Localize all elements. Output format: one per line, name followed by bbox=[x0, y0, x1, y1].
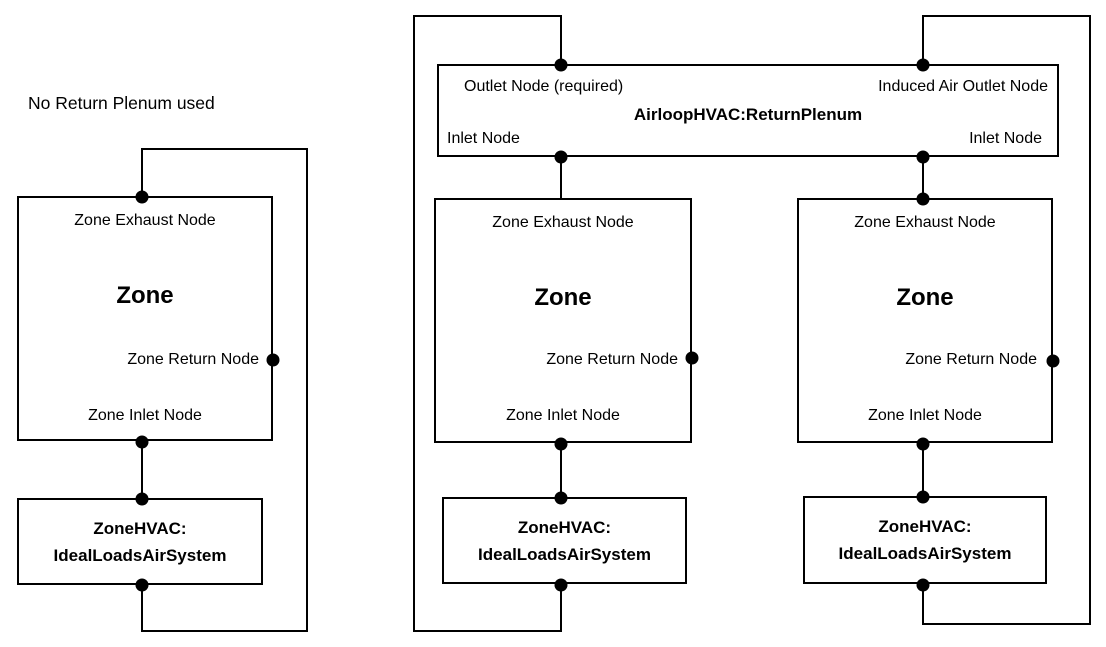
hvac-bottom-node-dot bbox=[916, 578, 930, 592]
plenum-induced-outlet-node-label: Induced Air Outlet Node bbox=[878, 78, 1048, 95]
hvac-top-node-dot bbox=[135, 492, 149, 506]
hvac-bottom-node-dot bbox=[554, 578, 568, 592]
zone1-to-hvac1-line bbox=[560, 443, 562, 497]
plenum-loop-line-top-left bbox=[413, 15, 561, 17]
plenum-induced-outlet-node-dot bbox=[916, 58, 930, 72]
zone-exhaust-node-label: Zone Exhaust Node bbox=[492, 214, 634, 231]
zone-box-middle: Zone Exhaust Node Zone Zone Return Node … bbox=[434, 198, 692, 443]
hvac-label-line2: IdealLoadsAirSystem bbox=[53, 545, 227, 565]
plenum-loop-line-bottom-left bbox=[413, 630, 562, 632]
left-loop-line-bottom bbox=[141, 630, 308, 632]
zone-inlet-node-label: Zone Inlet Node bbox=[88, 407, 202, 424]
hvac-label-line1: ZoneHVAC: bbox=[878, 517, 972, 536]
hvac-label-line1: ZoneHVAC: bbox=[93, 518, 187, 538]
zone-inlet-node-dot bbox=[916, 437, 930, 451]
hvac-top-node-dot bbox=[554, 491, 568, 505]
hvac-label-line2: IdealLoadsAirSystem bbox=[838, 544, 1012, 563]
hvac-label-line2: IdealLoadsAirSystem bbox=[478, 544, 651, 564]
hvac-box-right: ZoneHVAC: IdealLoadsAirSystem bbox=[803, 496, 1047, 584]
plenum-inlet-node-right-dot bbox=[916, 150, 930, 164]
zone-exhaust-node-label: Zone Exhaust Node bbox=[74, 212, 216, 229]
plenum-loop-line-left bbox=[413, 15, 415, 631]
zone-name-label: Zone bbox=[534, 284, 592, 311]
hvac-bottom-node-dot bbox=[135, 578, 149, 592]
plenum-inlet-node-left-label: Inlet Node bbox=[447, 130, 520, 147]
hvac-box-middle: ZoneHVAC: IdealLoadsAirSystem bbox=[442, 497, 687, 584]
hvac1-down-line bbox=[560, 584, 562, 631]
zone-return-node-dot bbox=[266, 353, 280, 367]
zone-inlet-node-dot bbox=[135, 435, 149, 449]
zone-return-node-label: Zone Return Node bbox=[546, 351, 678, 368]
zone-inlet-node-label: Zone Inlet Node bbox=[868, 407, 982, 424]
zone2-to-hvac2-line bbox=[922, 443, 924, 496]
plenum-title: AirloopHVAC:ReturnPlenum bbox=[633, 105, 863, 124]
zone-return-node-label: Zone Return Node bbox=[905, 351, 1037, 368]
left-loop-line-top bbox=[141, 148, 307, 150]
plenum-loop-line-right bbox=[1089, 15, 1091, 625]
zone-return-node-label: Zone Return Node bbox=[127, 351, 259, 368]
left-loop-line-right bbox=[306, 148, 308, 632]
plenum-inlet-node-right-label: Inlet Node bbox=[969, 130, 1042, 147]
zone-inlet-node-label: Zone Inlet Node bbox=[506, 407, 620, 424]
plenum-to-zone1-line bbox=[560, 157, 562, 198]
left-loop-line-up bbox=[141, 148, 143, 198]
plenum-outlet-node-label: Outlet Node (required) bbox=[464, 78, 624, 95]
zone-name-label: Zone bbox=[896, 284, 954, 311]
zone-exhaust-node-dot bbox=[135, 190, 149, 204]
zone-inlet-node-dot bbox=[554, 437, 568, 451]
hvac-box-left: ZoneHVAC: IdealLoadsAirSystem bbox=[17, 498, 263, 585]
plenum-loop-line-bottom-right bbox=[922, 623, 1090, 625]
plenum-loop-line-top-right bbox=[923, 15, 1090, 17]
plenum-to-zone2-line bbox=[922, 157, 924, 198]
plenum-outlet-node-dot bbox=[554, 58, 568, 72]
zone-return-node-dot bbox=[1046, 354, 1060, 368]
zone-box-right: Zone Exhaust Node Zone Zone Return Node … bbox=[797, 198, 1053, 443]
zone-box-left: Zone Exhaust Node Zone Zone Return Node … bbox=[17, 196, 273, 441]
left-figure-title: No Return Plenum used bbox=[28, 93, 215, 113]
plenum-induced-drop-line bbox=[922, 15, 924, 65]
left-zone-to-hvac-line bbox=[141, 441, 143, 499]
hvac2-down-line bbox=[922, 584, 924, 624]
return-plenum-box: Outlet Node (required) Induced Air Outle… bbox=[437, 64, 1059, 157]
zone-name-label: Zone bbox=[116, 282, 174, 309]
zone-exhaust-node-label: Zone Exhaust Node bbox=[854, 214, 996, 231]
plenum-inlet-node-left-dot bbox=[554, 150, 568, 164]
zone-exhaust-node-dot bbox=[916, 192, 930, 206]
hvac-top-node-dot bbox=[916, 490, 930, 504]
left-hvac-down-line bbox=[141, 584, 143, 631]
hvac-label-line1: ZoneHVAC: bbox=[517, 517, 612, 537]
zone-return-node-dot bbox=[685, 351, 699, 365]
plenum-outlet-drop-line bbox=[560, 15, 562, 65]
